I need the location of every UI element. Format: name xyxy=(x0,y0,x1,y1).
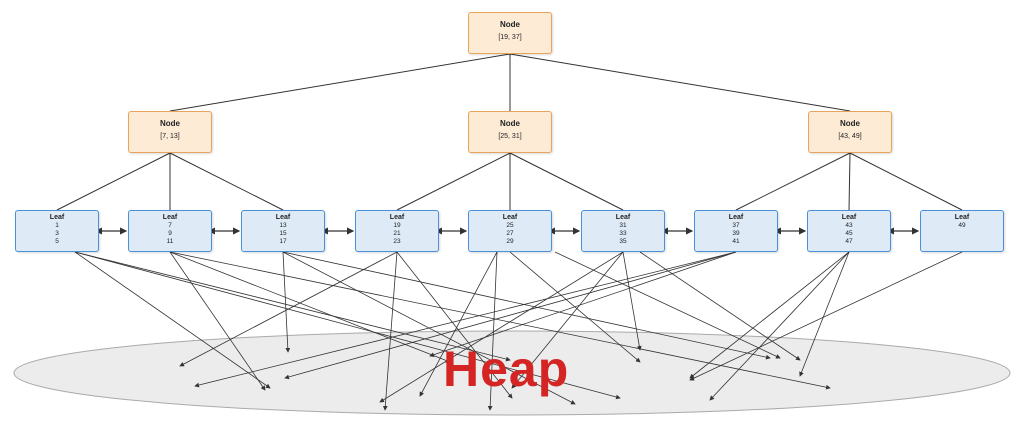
leaf-key: 11 xyxy=(166,238,174,245)
leaf-key: 39 xyxy=(732,230,740,237)
tree-edge xyxy=(509,152,624,211)
heap-pointer xyxy=(554,251,781,359)
leaf-key: 17 xyxy=(279,238,287,245)
leaf-key: 29 xyxy=(506,238,514,245)
node-title: Node xyxy=(840,119,860,128)
leaf-node-4[interactable]: Leaf 19 21 23 xyxy=(355,210,439,252)
leaf-title: Leaf xyxy=(502,214,518,221)
tree-edge xyxy=(849,152,963,211)
tree-edge xyxy=(56,152,171,211)
heap-pointer xyxy=(396,251,513,399)
heap-label: Heap xyxy=(443,341,570,397)
leaf-title: Leaf xyxy=(954,214,970,221)
heap-pointer xyxy=(511,251,624,389)
leaf-key: 9 xyxy=(168,230,172,237)
leaf-key: 35 xyxy=(619,238,627,245)
leaf-node-8[interactable]: Leaf 43 45 47 xyxy=(807,210,891,252)
leaf-title: Leaf xyxy=(275,214,291,221)
leaf-key: 45 xyxy=(845,230,853,237)
leaf-node-3[interactable]: Leaf 13 15 17 xyxy=(241,210,325,252)
leaf-key: 41 xyxy=(732,238,740,245)
node-range: [25, 31] xyxy=(498,133,522,140)
leaf-key: 1 xyxy=(55,222,59,229)
leaf-key: 47 xyxy=(845,238,853,245)
leaf-node-7[interactable]: Leaf 37 39 41 xyxy=(694,210,778,252)
leaf-key: 21 xyxy=(393,230,401,237)
internal-node-3[interactable]: Node [43, 49] xyxy=(808,111,892,153)
tree-edge xyxy=(848,152,851,211)
heap-pointer xyxy=(689,251,963,381)
leaf-title: Leaf xyxy=(615,214,631,221)
leaf-key: 27 xyxy=(506,230,514,237)
tree-edge xyxy=(169,53,511,112)
root-node[interactable]: Node [19, 37] xyxy=(468,12,552,54)
leaf-node-1[interactable]: Leaf 1 3 5 xyxy=(15,210,99,252)
leaf-node-5[interactable]: Leaf 25 27 29 xyxy=(468,210,552,252)
node-range: [43, 49] xyxy=(838,133,862,140)
leaf-title: Leaf xyxy=(841,214,857,221)
heap-pointer xyxy=(379,251,624,403)
leaf-key: 49 xyxy=(958,222,966,229)
heap-pointer xyxy=(419,251,498,397)
node-range: [7, 13] xyxy=(160,133,180,140)
internal-node-2[interactable]: Node [25, 31] xyxy=(468,111,552,153)
node-title: Node xyxy=(160,119,180,128)
heap-pointer xyxy=(689,251,850,379)
leaf-key: 5 xyxy=(55,238,59,245)
leaf-key: 25 xyxy=(506,222,514,229)
tree-edge xyxy=(396,152,511,211)
internal-node-1[interactable]: Node [7, 13] xyxy=(128,111,212,153)
heap-pointer xyxy=(429,251,737,357)
heap-pointer xyxy=(74,251,621,400)
heap-pointer xyxy=(169,251,831,390)
leaf-key: 23 xyxy=(393,238,401,245)
leaf-title: Leaf xyxy=(162,214,178,221)
leaf-key: 7 xyxy=(168,222,172,229)
tree-edges xyxy=(56,53,963,211)
heap-pointer xyxy=(639,251,801,361)
heap-pointer xyxy=(74,251,511,362)
leaf-title: Leaf xyxy=(389,214,405,221)
heap-pointer xyxy=(179,251,398,367)
heap-pointer xyxy=(382,251,398,411)
leaf-key: 43 xyxy=(845,222,853,229)
tree-edge xyxy=(735,152,851,211)
leaf-title: Leaf xyxy=(49,214,65,221)
leaf-key: 31 xyxy=(619,222,627,229)
heap-pointers xyxy=(74,251,963,411)
leaf-node-6[interactable]: Leaf 31 33 35 xyxy=(581,210,665,252)
leaf-key: 3 xyxy=(55,230,59,237)
node-range: [19, 37] xyxy=(498,34,522,41)
tree-edge xyxy=(169,152,284,211)
leaf-key: 33 xyxy=(619,230,627,237)
heap-pointer xyxy=(709,251,850,401)
leaf-key: 15 xyxy=(279,230,287,237)
heap-pointer xyxy=(284,251,737,380)
node-title: Node xyxy=(500,119,520,128)
heap-pointer xyxy=(487,251,498,411)
leaf-node-9[interactable]: Leaf 49 xyxy=(920,210,1004,252)
heap-pointer xyxy=(282,251,291,353)
heap-ellipse xyxy=(13,330,1011,416)
heap-pointer xyxy=(799,251,850,377)
leaf-node-2[interactable]: Leaf 7 9 11 xyxy=(128,210,212,252)
leaf-key: 13 xyxy=(279,222,287,229)
node-title: Node xyxy=(500,20,520,29)
heap-pointer xyxy=(74,251,271,389)
heap-pointer xyxy=(194,251,737,388)
leaf-key: 19 xyxy=(393,222,401,229)
heap-pointer xyxy=(169,251,266,391)
leaf-title: Leaf xyxy=(728,214,744,221)
heap-pointer xyxy=(622,251,642,351)
heap-pointer xyxy=(169,251,451,363)
tree-edge xyxy=(509,53,851,112)
leaf-key: 37 xyxy=(732,222,740,229)
